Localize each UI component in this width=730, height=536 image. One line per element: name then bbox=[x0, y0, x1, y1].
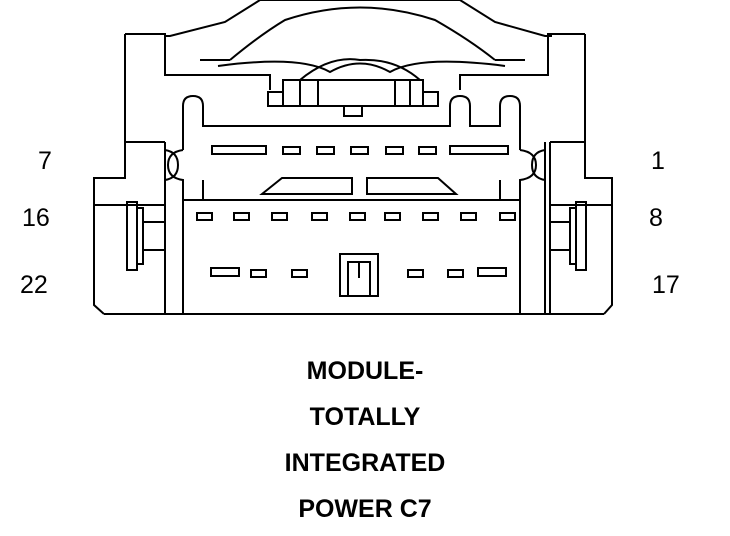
pin-label-17: 17 bbox=[652, 271, 680, 299]
inner-housing bbox=[164, 94, 546, 314]
cavity-row-1 bbox=[211, 145, 509, 155]
pin-label-22: 22 bbox=[20, 271, 48, 299]
side-lock-tabs bbox=[126, 201, 587, 271]
caption-line-3: INTEGRATED bbox=[284, 449, 446, 477]
connector-diagram bbox=[93, 0, 613, 315]
pin-label-1: 1 bbox=[651, 147, 665, 175]
pin-label-16: 16 bbox=[22, 204, 50, 232]
cavity-row-3 bbox=[210, 253, 507, 297]
cavity-row-2 bbox=[196, 212, 516, 221]
latch-dome bbox=[200, 6, 525, 117]
caption-line-1: MODULE- bbox=[306, 357, 424, 385]
caption-line-2: TOTALLY bbox=[309, 403, 421, 431]
pin-label-7: 7 bbox=[38, 147, 52, 175]
caption-line-4: POWER C7 bbox=[298, 495, 432, 523]
connector-caption: MODULE- TOTALLY INTEGRATED POWER C7 bbox=[0, 352, 730, 536]
guide-keys bbox=[259, 177, 459, 195]
pin-label-8: 8 bbox=[649, 204, 663, 232]
